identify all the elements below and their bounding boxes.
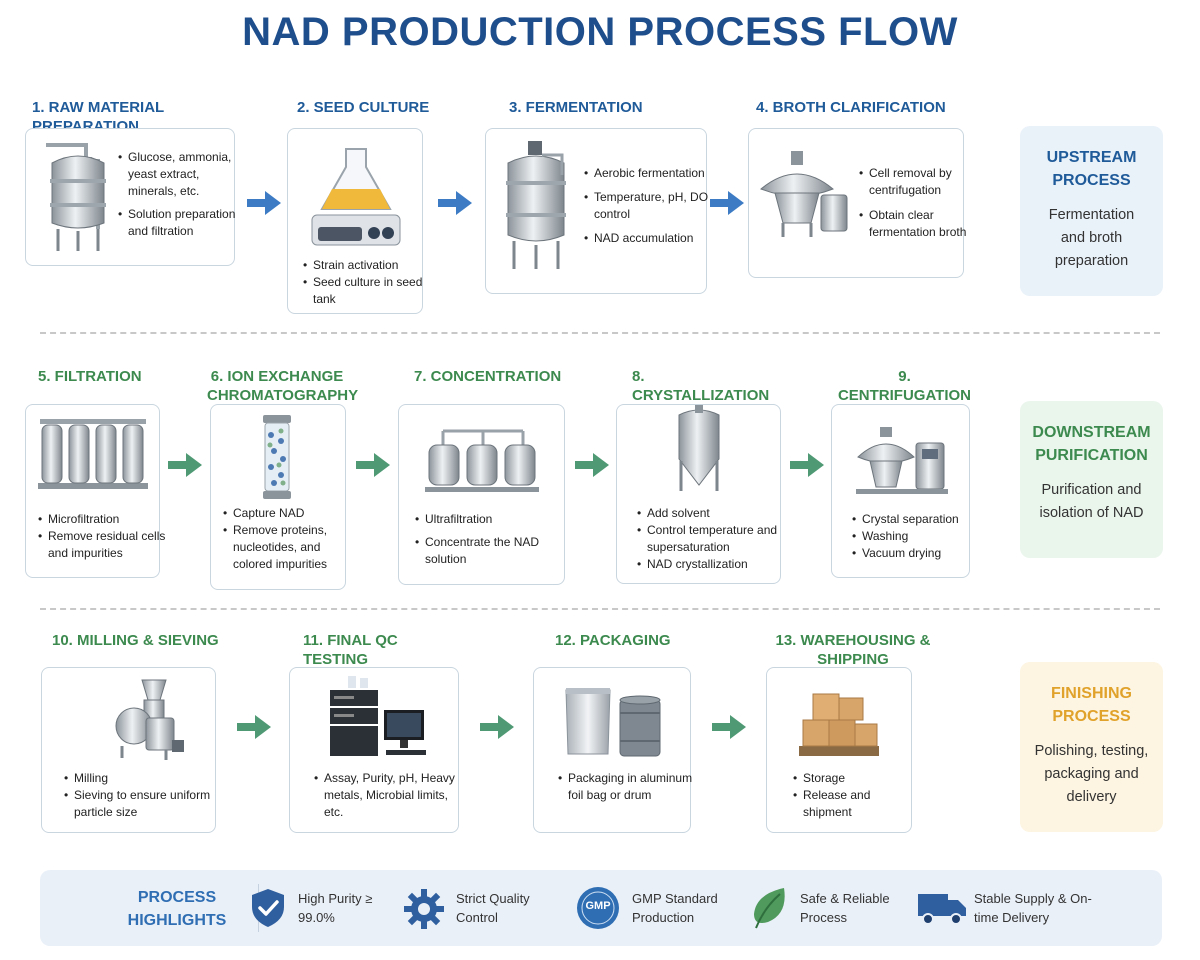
process-highlights-bar: PROCESS HIGHLIGHTS High Purity ≥ 99.0% S…	[40, 870, 1162, 946]
step-5-bullet: Microfiltration	[38, 511, 168, 528]
mill-sieve-icon	[115, 679, 184, 760]
arrow-right-icon	[575, 453, 609, 477]
step-2-bullet: Seed culture in seed tank	[303, 274, 428, 308]
step-7-bullet: Ultrafiltration	[415, 511, 565, 528]
step-4-bullet: Obtain clear fermentation broth	[859, 207, 973, 241]
filter-housings-icon	[38, 419, 148, 489]
gmp-badge-label: GMP	[585, 900, 611, 912]
step-10-title: 10. MILLING & SIEVING	[52, 632, 219, 649]
hplc-computer-icon	[330, 676, 426, 756]
step-3-bullet: NAD accumulation	[584, 230, 712, 247]
upstream-section-desc: Fermentation and broth preparation	[1048, 207, 1135, 269]
highlights-title: PROCESS HIGHLIGHTS	[127, 889, 227, 929]
highlight-stable-supply: Stable Supply & On-time Delivery	[974, 891, 1092, 925]
fermenter-tank-icon	[506, 141, 566, 269]
highlight-high-purity: High Purity ≥ 99.0%	[298, 891, 373, 925]
step-8-bullet: Add solvent	[637, 505, 787, 522]
step-9-bullet: Crystal separation	[852, 511, 977, 528]
foil-bag-drum-icon	[565, 688, 661, 757]
step-11-title: 11. FINAL QC TESTING	[303, 632, 398, 668]
arrow-right-icon	[480, 715, 514, 739]
upstream-section-title: UPSTREAM PROCESS	[1046, 149, 1137, 189]
step-12-card: Packaging in aluminum foil bag or drum	[533, 667, 693, 833]
step-3-title: 3. FERMENTATION	[509, 99, 643, 116]
concentrator-tanks-icon	[425, 429, 539, 492]
step-3-bullet: Temperature, pH, DO control	[584, 189, 712, 223]
step-3-bullet: Aerobic fermentation	[584, 165, 712, 182]
step-6-title: 6. ION EXCHANGE CHROMATOGRAPHY	[207, 368, 359, 404]
flask-stirrer-icon	[311, 148, 401, 246]
step-7-bullet: Concentrate the NAD solution	[415, 534, 565, 568]
step-4-bullet: Cell removal by centrifugation	[859, 165, 973, 199]
section-divider	[40, 332, 1160, 334]
step-3-card: Aerobic fermentation Temperature, pH, DO…	[485, 128, 708, 294]
step-13-bullet: Storage	[793, 770, 918, 787]
step-11-card: Assay, Purity, pH, Heavy metals, Microbi…	[289, 667, 459, 833]
step-8-title: 8. CRYSTALLIZATION	[632, 368, 770, 404]
truck-icon	[918, 894, 966, 925]
finishing-section-title: FINISHING PROCESS	[1051, 685, 1132, 725]
centrifuge-icon	[760, 151, 848, 237]
downstream-section-desc: Purification and isolation of NAD	[1039, 482, 1144, 521]
step-5-card: Microfiltration Remove residual cells an…	[25, 404, 165, 578]
arrow-right-icon	[168, 453, 202, 477]
page-title: NAD PRODUCTION PROCESS FLOW	[242, 10, 958, 54]
step-6-bullet: Remove proteins, nucleotides, and colore…	[223, 522, 351, 573]
finishing-section-card: FINISHING PROCESS Polishing, testing, pa…	[1020, 662, 1163, 832]
shield-check-icon	[252, 889, 284, 927]
step-11-bullet: Assay, Purity, pH, Heavy metals, Microbi…	[314, 770, 464, 821]
step-2-title: 2. SEED CULTURE	[297, 99, 430, 116]
arrow-right-icon	[356, 453, 390, 477]
step-13-title: 13. WAREHOUSING & SHIPPING	[775, 632, 931, 668]
centrifuge-dryer-icon	[856, 427, 948, 494]
step-13-bullet: Release and shipment	[793, 787, 918, 821]
step-6-bullet: Capture NAD	[223, 505, 351, 522]
arrow-right-icon	[712, 715, 746, 739]
leaf-icon	[754, 888, 785, 929]
step-8-bullet: Control temperature and supersaturation	[637, 522, 787, 556]
step-9-bullet: Vacuum drying	[852, 545, 977, 562]
highlight-quality-control: Strict Quality Control	[456, 891, 530, 925]
step-8-card: Add solvent Control temperature and supe…	[616, 404, 781, 584]
step-12-title: 12. PACKAGING	[555, 632, 671, 649]
boxes-pallet-icon	[799, 693, 879, 756]
finishing-section-desc: Polishing, testing, packaging and delive…	[1034, 743, 1149, 805]
downstream-section-card: DOWNSTREAM PURIFICATION Purification and…	[1020, 401, 1163, 558]
arrow-right-icon	[790, 453, 824, 477]
step-2-bullet: Strain activation	[303, 257, 428, 274]
mixing-tank-icon	[46, 143, 106, 251]
step-7-card: Ultrafiltration Concentrate the NAD solu…	[398, 404, 565, 585]
downstream-section-title: DOWNSTREAM PURIFICATION	[1032, 424, 1151, 464]
highlight-gmp: GMP Standard Production	[632, 891, 718, 925]
step-10-bullet: Sieving to ensure uniform particle size	[64, 787, 224, 821]
arrow-right-icon	[247, 191, 281, 215]
gmp-badge-icon: GMP	[576, 886, 620, 930]
step-5-title: 5. FILTRATION	[38, 368, 142, 385]
crystallizer-icon	[678, 405, 720, 491]
step-10-bullet: Milling	[64, 770, 224, 787]
section-divider	[40, 608, 1160, 610]
highlight-safe-reliable: Safe & Reliable Process	[800, 891, 890, 925]
arrow-right-icon	[710, 191, 744, 215]
chromatography-column-icon	[263, 415, 291, 499]
step-1-bullet: Glucose, ammonia, yeast extract, mineral…	[118, 149, 240, 200]
step-1-bullet: Solution preparation and filtration	[118, 206, 240, 240]
step-9-bullet: Washing	[852, 528, 977, 545]
step-13-card: Storage Release and shipment	[766, 667, 912, 833]
step-5-bullet: Remove residual cells and impurities	[38, 528, 168, 562]
arrow-right-icon	[237, 715, 271, 739]
step-9-card: Crystal separation Washing Vacuum drying	[831, 404, 970, 578]
arrow-right-icon	[438, 191, 472, 215]
upstream-section-card: UPSTREAM PROCESS Fermentation and broth …	[1020, 126, 1163, 296]
step-7-title: 7. CONCENTRATION	[414, 368, 562, 385]
step-8-bullet: NAD crystallization	[637, 556, 787, 573]
step-2-card: Strain activation Seed culture in seed t…	[287, 128, 423, 314]
step-6-card: Capture NAD Remove proteins, nucleotides…	[210, 404, 346, 590]
gear-icon	[404, 889, 444, 929]
step-4-card: Cell removal by centrifugation Obtain cl…	[748, 128, 966, 278]
step-10-card: Milling Sieving to ensure uniform partic…	[41, 667, 216, 833]
step-4-title: 4. BROTH CLARIFICATION	[756, 99, 946, 116]
step-12-bullet: Packaging in aluminum foil bag or drum	[558, 770, 693, 804]
step-1-card: Glucose, ammonia, yeast extract, mineral…	[25, 128, 235, 266]
